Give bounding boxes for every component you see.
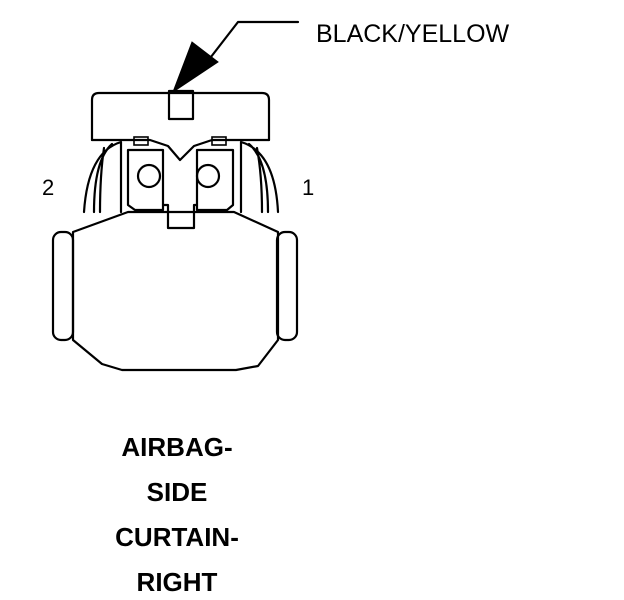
title-line-1: AIRBAG- (121, 432, 232, 462)
shroud-lower-edge (90, 138, 271, 162)
terminal-cavity-pin-2 (126, 148, 165, 212)
title-line-3: CURTAIN- (115, 522, 239, 552)
shroud-tab-left (133, 136, 149, 146)
shroud-tab-right (211, 136, 227, 146)
wire-color-callout (171, 20, 300, 94)
left-grip-ring (51, 230, 75, 342)
callout-arrowhead (171, 41, 219, 94)
pin-label-right: 1 (302, 175, 314, 200)
terminal-pin-2 (136, 163, 162, 189)
keyway-locator (167, 89, 195, 121)
pin-label-left: 2 (42, 175, 54, 200)
lower-housing (71, 210, 280, 372)
center-latch (161, 203, 199, 230)
connector-title: AIRBAG- SIDE CURTAIN- RIGHT (115, 432, 239, 597)
connector-top-shroud (90, 91, 271, 142)
right-grip-ring (275, 230, 299, 342)
connector-body (51, 89, 299, 372)
wire-color-label: BLACK/YELLOW (316, 20, 510, 48)
callout-leader-line (195, 20, 300, 77)
terminal-cavity-pin-1 (195, 148, 235, 212)
right-ribs (239, 140, 280, 214)
title-line-4: RIGHT (137, 567, 218, 597)
terminal-pin-1 (195, 163, 221, 189)
title-line-2: SIDE (147, 477, 208, 507)
left-ribs (82, 140, 123, 214)
